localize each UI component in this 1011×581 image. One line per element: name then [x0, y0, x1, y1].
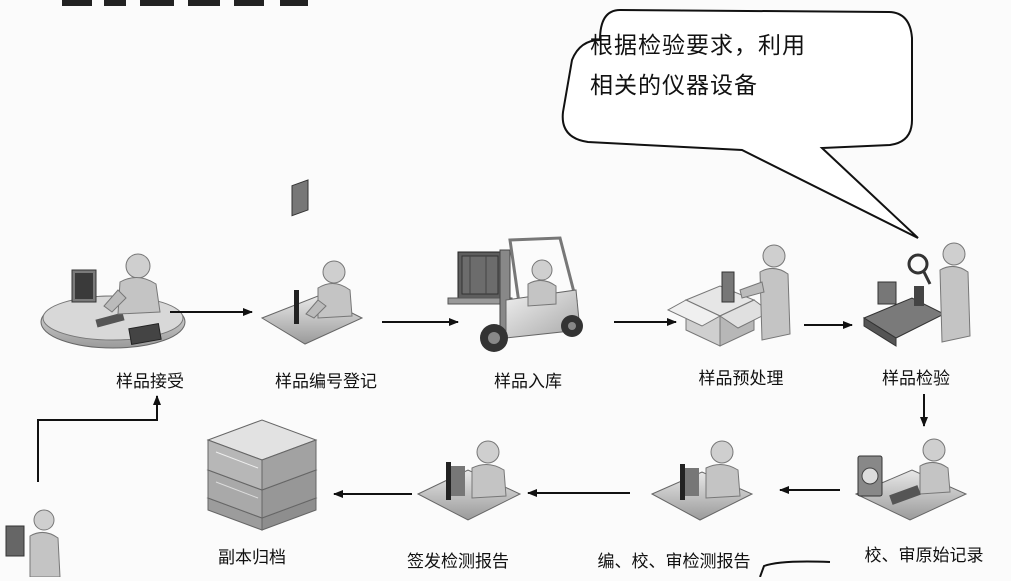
courier-person-icon	[5, 509, 61, 578]
callout-bubble	[561, 8, 919, 239]
arrow-courier-to-receive	[37, 395, 161, 482]
computer-worker-icon	[650, 440, 754, 521]
callout-text: 根据检验要求，利用 相关的仪器设备	[590, 26, 890, 106]
label-sample-receive: 样品接受	[116, 372, 184, 392]
computer-worker-icon	[260, 179, 364, 345]
label-sample-storage: 样品入库	[494, 372, 562, 392]
callout-line-1: 根据检验要求，利用	[590, 33, 806, 59]
label-review-report: 编、校、审检测报告	[597, 552, 751, 572]
worker-with-instrument-icon	[854, 438, 968, 521]
label-sample-inspect: 样品检验	[882, 369, 950, 389]
forklift-icon	[447, 236, 583, 352]
reception-desk-person-icon	[40, 253, 186, 349]
cropped-heading-fragment	[62, 0, 308, 6]
flow-arrows	[37, 308, 928, 498]
partial-callout-fragment	[759, 560, 831, 578]
document-stack-icon	[206, 419, 318, 531]
lab-inspection-conveyor-icon	[862, 242, 971, 347]
label-check-original-record: 校、审原始记录	[864, 546, 984, 566]
label-sample-register: 样品编号登记	[275, 372, 377, 392]
computer-worker-icon	[416, 440, 522, 521]
callout-line-2: 相关的仪器设备	[590, 73, 758, 99]
label-issue-report: 签发检测报告	[407, 552, 509, 572]
box-handling-person-icon	[666, 244, 791, 347]
label-sample-pretreat: 样品预处理	[698, 369, 784, 389]
label-archive-copy: 副本归档	[218, 548, 286, 568]
